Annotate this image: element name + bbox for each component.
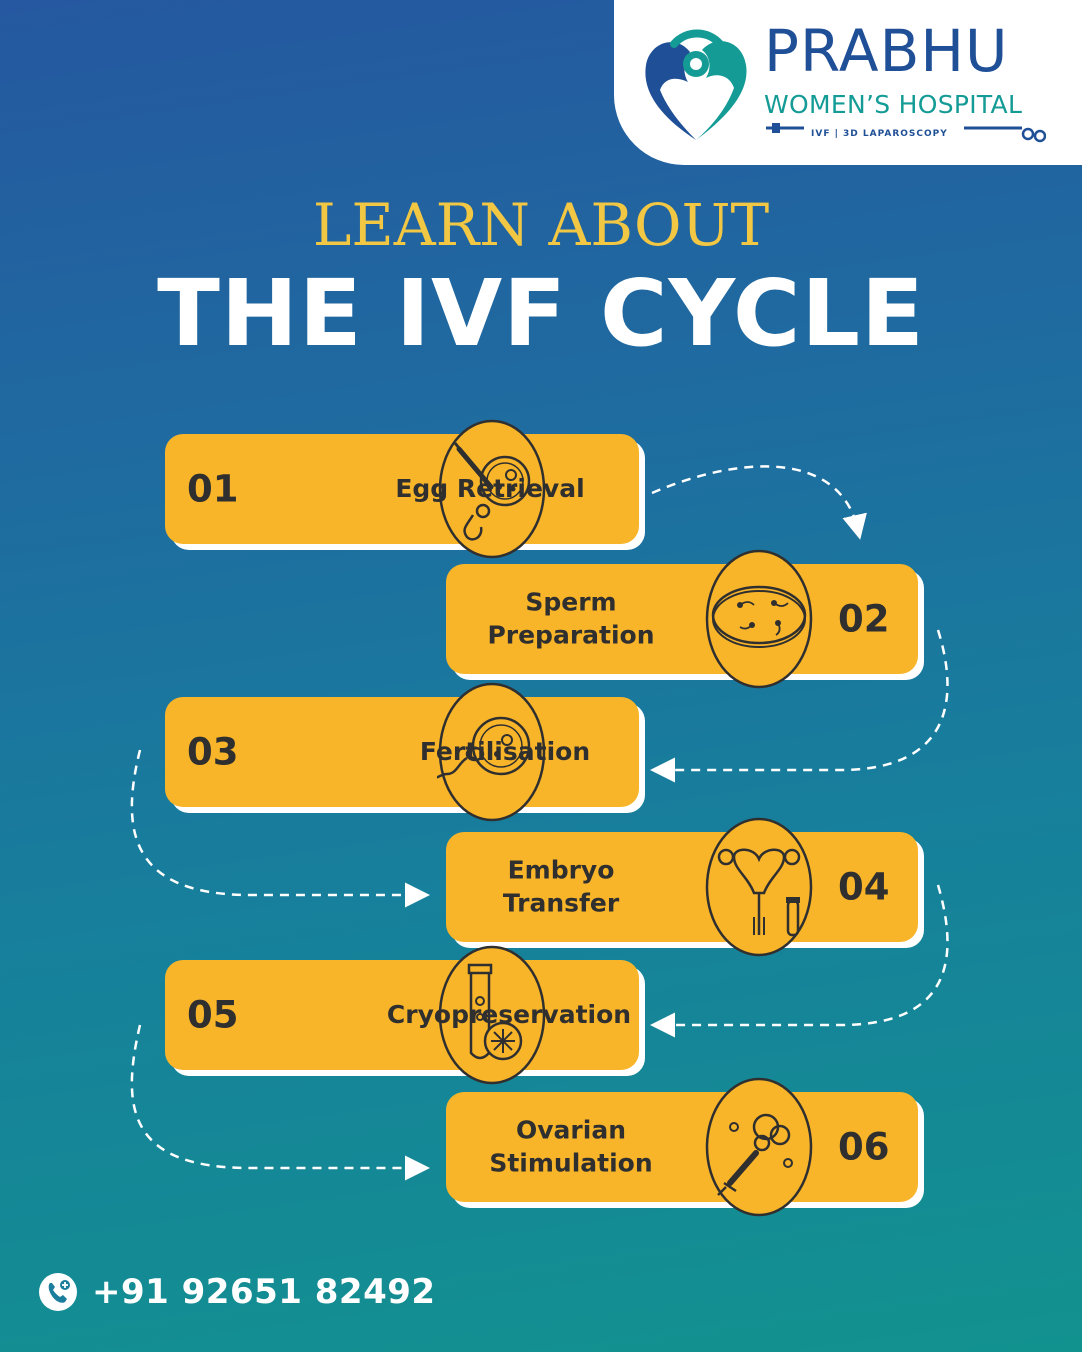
step-01: 01 Egg Retrieval — [165, 419, 645, 559]
syringe-follicles-icon — [704, 1077, 814, 1217]
fertilisation-icon — [437, 682, 547, 822]
step-05: 05 Cryopreservation — [165, 945, 645, 1085]
step-number: 01 — [187, 467, 239, 511]
step-label: Cryopreservation — [386, 999, 632, 1029]
step-04: Embryo Transfer 04 — [446, 817, 924, 957]
step-card — [446, 832, 918, 942]
phone-contact[interactable]: +91 92651 82492 — [38, 1270, 436, 1314]
logo-panel: PRABHU WOMEN’S HOSPITAL IVF | 3D LAPAROS… — [614, 0, 1082, 165]
heart-hands-logo-icon — [645, 29, 747, 140]
brand-name: PRABHU — [764, 17, 1009, 85]
uterus-catheter-icon — [704, 817, 814, 957]
step-number: 05 — [187, 993, 239, 1037]
heading-subtitle: LEARN ABOUT — [312, 191, 770, 259]
step-label-line-1: Ovarian — [516, 1115, 626, 1145]
petri-dish-sperm-icon — [704, 549, 814, 689]
phone-number[interactable]: +91 92651 82492 — [92, 1272, 436, 1312]
step-label-line-2: Preparation — [487, 620, 655, 649]
step-label: Fertilisation — [419, 736, 591, 766]
step-06: Ovarian Stimulation 06 — [446, 1077, 924, 1217]
step-label-line-2: Transfer — [502, 888, 620, 917]
step-number: 06 — [838, 1125, 890, 1169]
step-label: Sperm Preparation — [456, 587, 686, 652]
step-card — [165, 960, 639, 1070]
step-label-line-1: Embryo — [507, 855, 615, 885]
cryo-tube-icon — [437, 945, 547, 1085]
step-label-line-1: Sperm — [525, 587, 617, 617]
step-03: 03 Fertilisation — [165, 682, 645, 822]
step-label-line-2: Stimulation — [489, 1148, 653, 1177]
step-number: 02 — [838, 597, 890, 641]
step-label: Egg Retrieval — [395, 473, 585, 503]
egg-retrieval-icon — [437, 419, 547, 559]
laparoscopy-instrument-icon — [766, 123, 1046, 143]
step-02: Sperm Preparation 02 — [446, 549, 924, 689]
step-card — [446, 1092, 918, 1202]
brand-subname: WOMEN’S HOSPITAL — [764, 90, 1023, 119]
connector-1-2 — [651, 465, 867, 540]
heading-title: THE IVF CYCLE — [157, 260, 925, 367]
step-number: 04 — [838, 865, 890, 909]
step-card — [165, 697, 639, 807]
step-label: Embryo Transfer — [446, 855, 676, 920]
step-number: 03 — [187, 730, 239, 774]
step-card — [446, 564, 918, 674]
phone-icon — [39, 1273, 77, 1311]
brand-tagline: IVF | 3D LAPAROSCOPY — [811, 129, 948, 139]
step-label: Ovarian Stimulation — [456, 1115, 686, 1180]
step-card — [165, 434, 639, 544]
